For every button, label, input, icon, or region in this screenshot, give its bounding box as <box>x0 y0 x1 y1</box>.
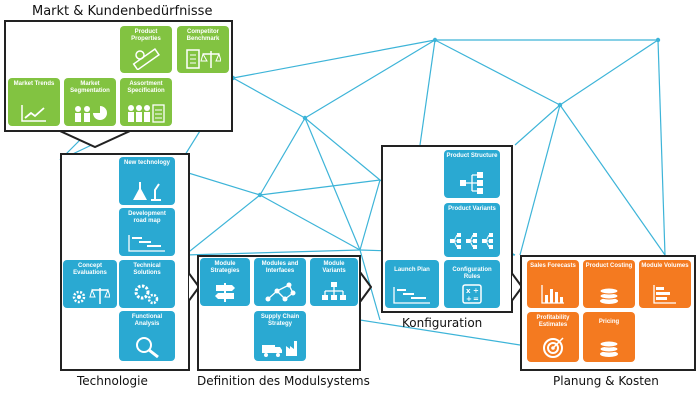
tile-launch-plan[interactable]: Launch Plan <box>385 260 439 308</box>
tile-product-costing[interactable]: Product Costing <box>583 260 635 308</box>
structure-tree-icon <box>460 172 483 194</box>
signpost-icon <box>215 283 235 302</box>
right-arrow-icon <box>511 272 523 302</box>
tile-product-variants[interactable]: Product Variants <box>444 203 500 257</box>
tile-configuration-rules[interactable]: Configuration Rules x÷+= <box>444 260 500 308</box>
right-arrow-icon <box>360 272 372 302</box>
tile-product-properties[interactable]: Product Properties <box>120 26 172 73</box>
svg-text:x: x <box>466 287 471 295</box>
tile-pricing[interactable]: Pricing <box>583 312 635 362</box>
tile-sales-forecasts[interactable]: Sales Forecasts <box>527 260 579 308</box>
coins-icon <box>599 287 619 304</box>
gantt-chart-icon <box>128 235 165 252</box>
hierarchy-icon <box>322 282 346 300</box>
checklist-scale-icon <box>186 49 221 69</box>
section-title-configuration: Konfiguration <box>402 316 483 330</box>
svg-text:=: = <box>473 295 479 303</box>
magnifier-icon <box>136 337 159 358</box>
horizontal-bars-icon <box>653 285 676 304</box>
lab-flask-icon <box>133 182 161 201</box>
tile-technical-solutions[interactable]: Technical Solutions <box>119 260 175 308</box>
section-title-market: Markt & Kundenbedürfnisse <box>32 4 213 19</box>
svg-text:÷: ÷ <box>473 287 479 295</box>
bar-chart-icon <box>541 285 564 304</box>
section-title-planning: Planung & Kosten <box>553 374 659 388</box>
tile-module-strategies[interactable]: Module Strategies <box>200 258 250 306</box>
section-title-technology: Technologie <box>77 374 148 388</box>
tile-module-variants[interactable]: Module Variants <box>310 258 358 306</box>
network-nodes-icon <box>265 282 296 302</box>
tile-market-segmentation[interactable]: Market Segmentation <box>64 78 116 126</box>
coin-stack-icon <box>599 340 619 357</box>
people-list-icon <box>128 104 165 123</box>
gear-scale-icon <box>72 288 110 304</box>
tile-new-technology[interactable]: New technology <box>119 157 175 205</box>
tile-profitability-estimates[interactable]: Profitability Estimates <box>527 312 579 362</box>
launch-gantt-icon <box>393 287 430 304</box>
truck-factory-icon <box>262 341 297 357</box>
svg-text:+: + <box>466 295 472 303</box>
target-icon <box>543 337 564 358</box>
tile-product-structure[interactable]: Product Structure <box>444 150 500 198</box>
variant-trees-icon <box>450 233 493 249</box>
gears-icon <box>134 284 159 305</box>
tile-competitor-benchmark[interactable]: Competitor Benchmark <box>177 26 229 73</box>
tile-concept-evaluations[interactable]: Concept Evaluations <box>63 260 117 308</box>
people-pie-icon <box>75 106 107 122</box>
right-arrow-icon <box>188 272 200 302</box>
tile-development-road-map[interactable]: Development road map <box>119 208 175 256</box>
tile-modules-and-interfaces[interactable]: Modules and Interfaces <box>254 258 306 306</box>
section-title-modular: Definition des Modulsystems <box>197 374 370 388</box>
tile-functional-analysis[interactable]: Functional Analysis <box>119 311 175 361</box>
tile-supply-chain-strategy[interactable]: Supply Chain Strategy <box>254 311 306 361</box>
ruler-icon <box>132 48 160 70</box>
rules-calculator-icon: x÷+= <box>462 284 482 304</box>
down-arrow-icon <box>60 131 130 149</box>
tile-module-volumes[interactable]: Module Volumes <box>639 260 691 308</box>
tile-assortment-specification[interactable]: Assortment Specification <box>120 78 172 126</box>
tile-market-trends[interactable]: Market Trends <box>8 78 60 126</box>
trend-chart-icon <box>21 105 46 122</box>
